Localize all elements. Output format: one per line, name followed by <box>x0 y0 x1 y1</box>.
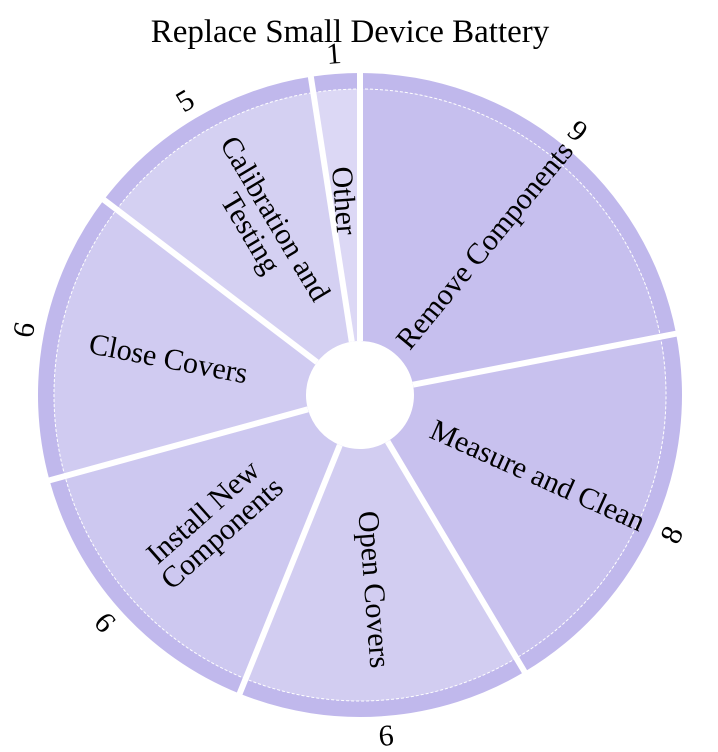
slice-gap-6 <box>307 74 355 343</box>
slice-calibration-and-testing <box>116 92 352 363</box>
slice-value-remove-components: 9 <box>561 114 594 149</box>
slice-value-measure-and-clean: 8 <box>654 521 690 548</box>
slice-separator-close-covers <box>53 209 118 477</box>
slice-separator-measure-and-clean <box>516 336 667 659</box>
slice-open-covers <box>245 441 517 701</box>
slice-close-covers <box>53 209 318 477</box>
donut-hole <box>316 351 404 439</box>
pie-slices <box>37 71 683 717</box>
slice-value-other: 1 <box>325 37 342 71</box>
slice-gap-2 <box>385 439 529 676</box>
slice-gap-3 <box>236 443 343 697</box>
slice-gap-4 <box>46 406 309 484</box>
slice-separator-install-new-components <box>64 475 246 680</box>
slice-gap-5 <box>100 196 319 365</box>
slice-gap-1 <box>412 330 679 388</box>
slice-ring-remove-components <box>360 73 677 337</box>
slice-value-calibration-and-testing: 5 <box>170 83 200 119</box>
slice-separator-calibration-and-testing <box>116 92 314 210</box>
slice-label-other: Other <box>325 165 363 236</box>
slice-remove-components <box>360 89 661 385</box>
slice-separator-remove-components <box>359 88 661 337</box>
slice-separator-open-covers <box>245 657 517 702</box>
slice-value-close-covers: 6 <box>7 319 42 340</box>
slice-ring-open-covers <box>239 658 525 717</box>
slice-ring-calibration-and-testing <box>103 76 314 210</box>
slice-measure-and-clean <box>387 336 667 659</box>
slice-ring-other <box>310 73 360 93</box>
slice-value-open-covers: 6 <box>377 719 394 752</box>
slice-value-install-new-components: 6 <box>87 606 122 639</box>
chart-title: Replace Small Device Battery <box>151 14 550 50</box>
slice-ring-measure-and-clean <box>516 333 683 672</box>
slice-ring-close-covers <box>37 199 117 481</box>
slice-ring-install-new-components <box>49 476 246 694</box>
